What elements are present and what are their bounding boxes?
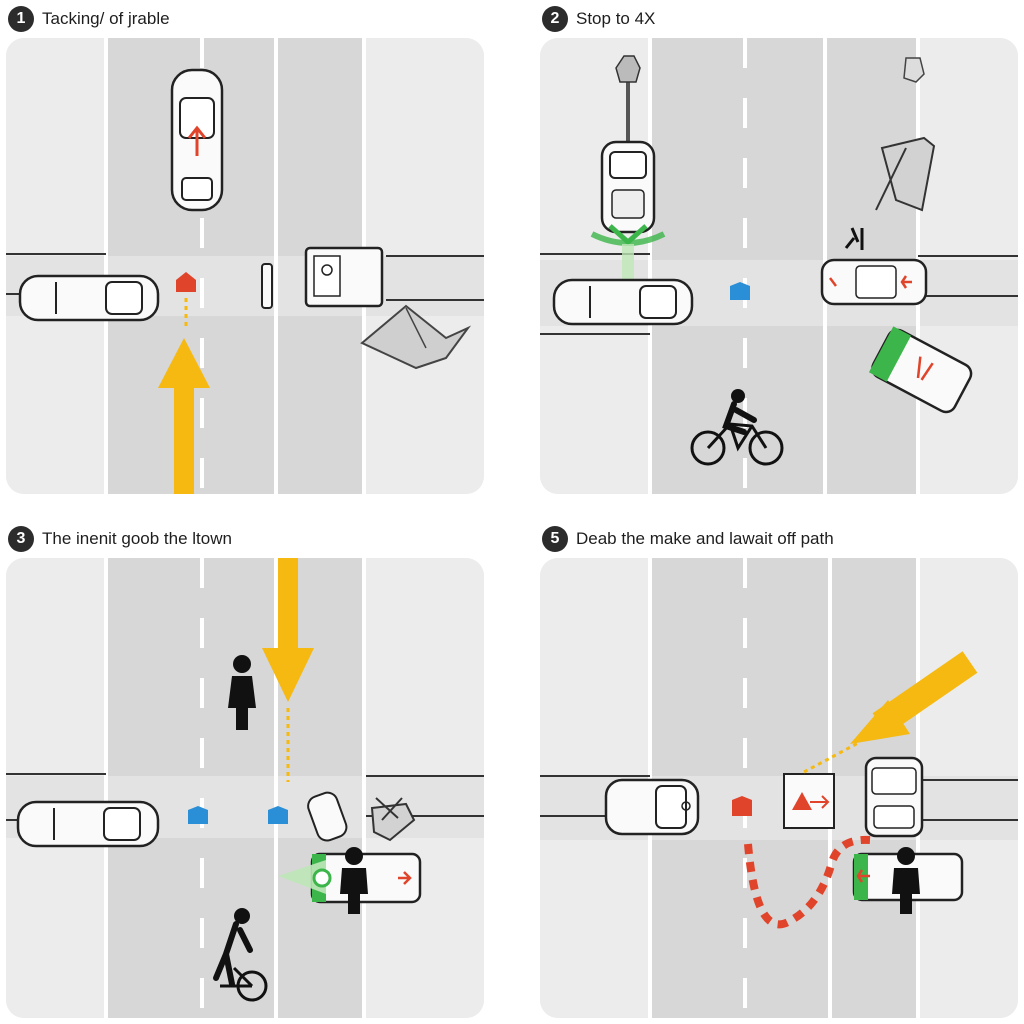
panel-2-scene xyxy=(540,38,1018,494)
panel-4-scene xyxy=(540,558,1018,1018)
green-signal-glow xyxy=(278,860,332,894)
warning-signal-blue xyxy=(730,282,750,300)
car-green-tilted xyxy=(868,326,973,414)
car-right xyxy=(820,258,928,306)
panel-1-title: Tacking/ of jrable xyxy=(42,9,170,28)
car-top xyxy=(600,140,656,234)
car-top xyxy=(170,68,224,212)
panel-3-title: The inenit goob the ltown xyxy=(42,529,232,548)
car-left xyxy=(16,800,160,848)
yellow-arrow-down xyxy=(262,558,314,702)
cyclist-icon xyxy=(213,908,268,1002)
panel-3-number: 3 xyxy=(8,526,34,552)
warning-signal-red xyxy=(176,272,196,292)
pedestrian-icon xyxy=(340,847,368,914)
detour-path xyxy=(744,835,871,929)
panel-2-title: Stop to 4X xyxy=(576,9,656,28)
pedestrian-icon xyxy=(228,655,256,730)
panel-4-title: Deab the make and lawait off path xyxy=(576,529,834,548)
car-left xyxy=(552,278,694,326)
warning-signal-blue xyxy=(188,806,208,824)
panel-1-scene xyxy=(6,38,484,494)
green-signal-glow xyxy=(590,224,666,280)
panel-2-header: 2 Stop to 4X xyxy=(542,4,655,34)
bus-right xyxy=(304,246,384,308)
panel-1-header: 1 Tacking/ of jrable xyxy=(8,4,170,34)
bollard xyxy=(261,263,273,309)
scooter xyxy=(307,791,348,842)
lamp-icon xyxy=(903,57,925,83)
dashed-path xyxy=(803,740,861,774)
panel-2-number: 2 xyxy=(542,6,568,32)
yellow-arrow-up xyxy=(158,338,210,494)
panel-1-number: 1 xyxy=(8,6,34,32)
traffic-light-icon xyxy=(615,55,641,142)
hazard-sketch xyxy=(370,797,416,842)
hazard-sketch xyxy=(875,136,936,212)
warning-sign-board xyxy=(783,773,835,829)
cyclist-icon xyxy=(690,389,784,466)
car-left xyxy=(604,778,700,836)
yellow-arrow-diagonal xyxy=(850,651,978,744)
car-right xyxy=(864,756,924,838)
pedestrian-icon xyxy=(892,847,920,914)
car-left xyxy=(18,274,160,322)
warning-signal-red xyxy=(732,796,752,816)
panel-4-header: 5 Deab the make and lawait off path xyxy=(542,524,834,554)
panel-4-number: 5 xyxy=(542,526,568,552)
warning-signal-blue xyxy=(268,806,288,824)
person-small-icon xyxy=(844,227,864,250)
panel-3-scene xyxy=(6,558,484,1018)
debris-sketch xyxy=(360,304,472,370)
panel-3-header: 3 The inenit goob the ltown xyxy=(8,524,232,554)
